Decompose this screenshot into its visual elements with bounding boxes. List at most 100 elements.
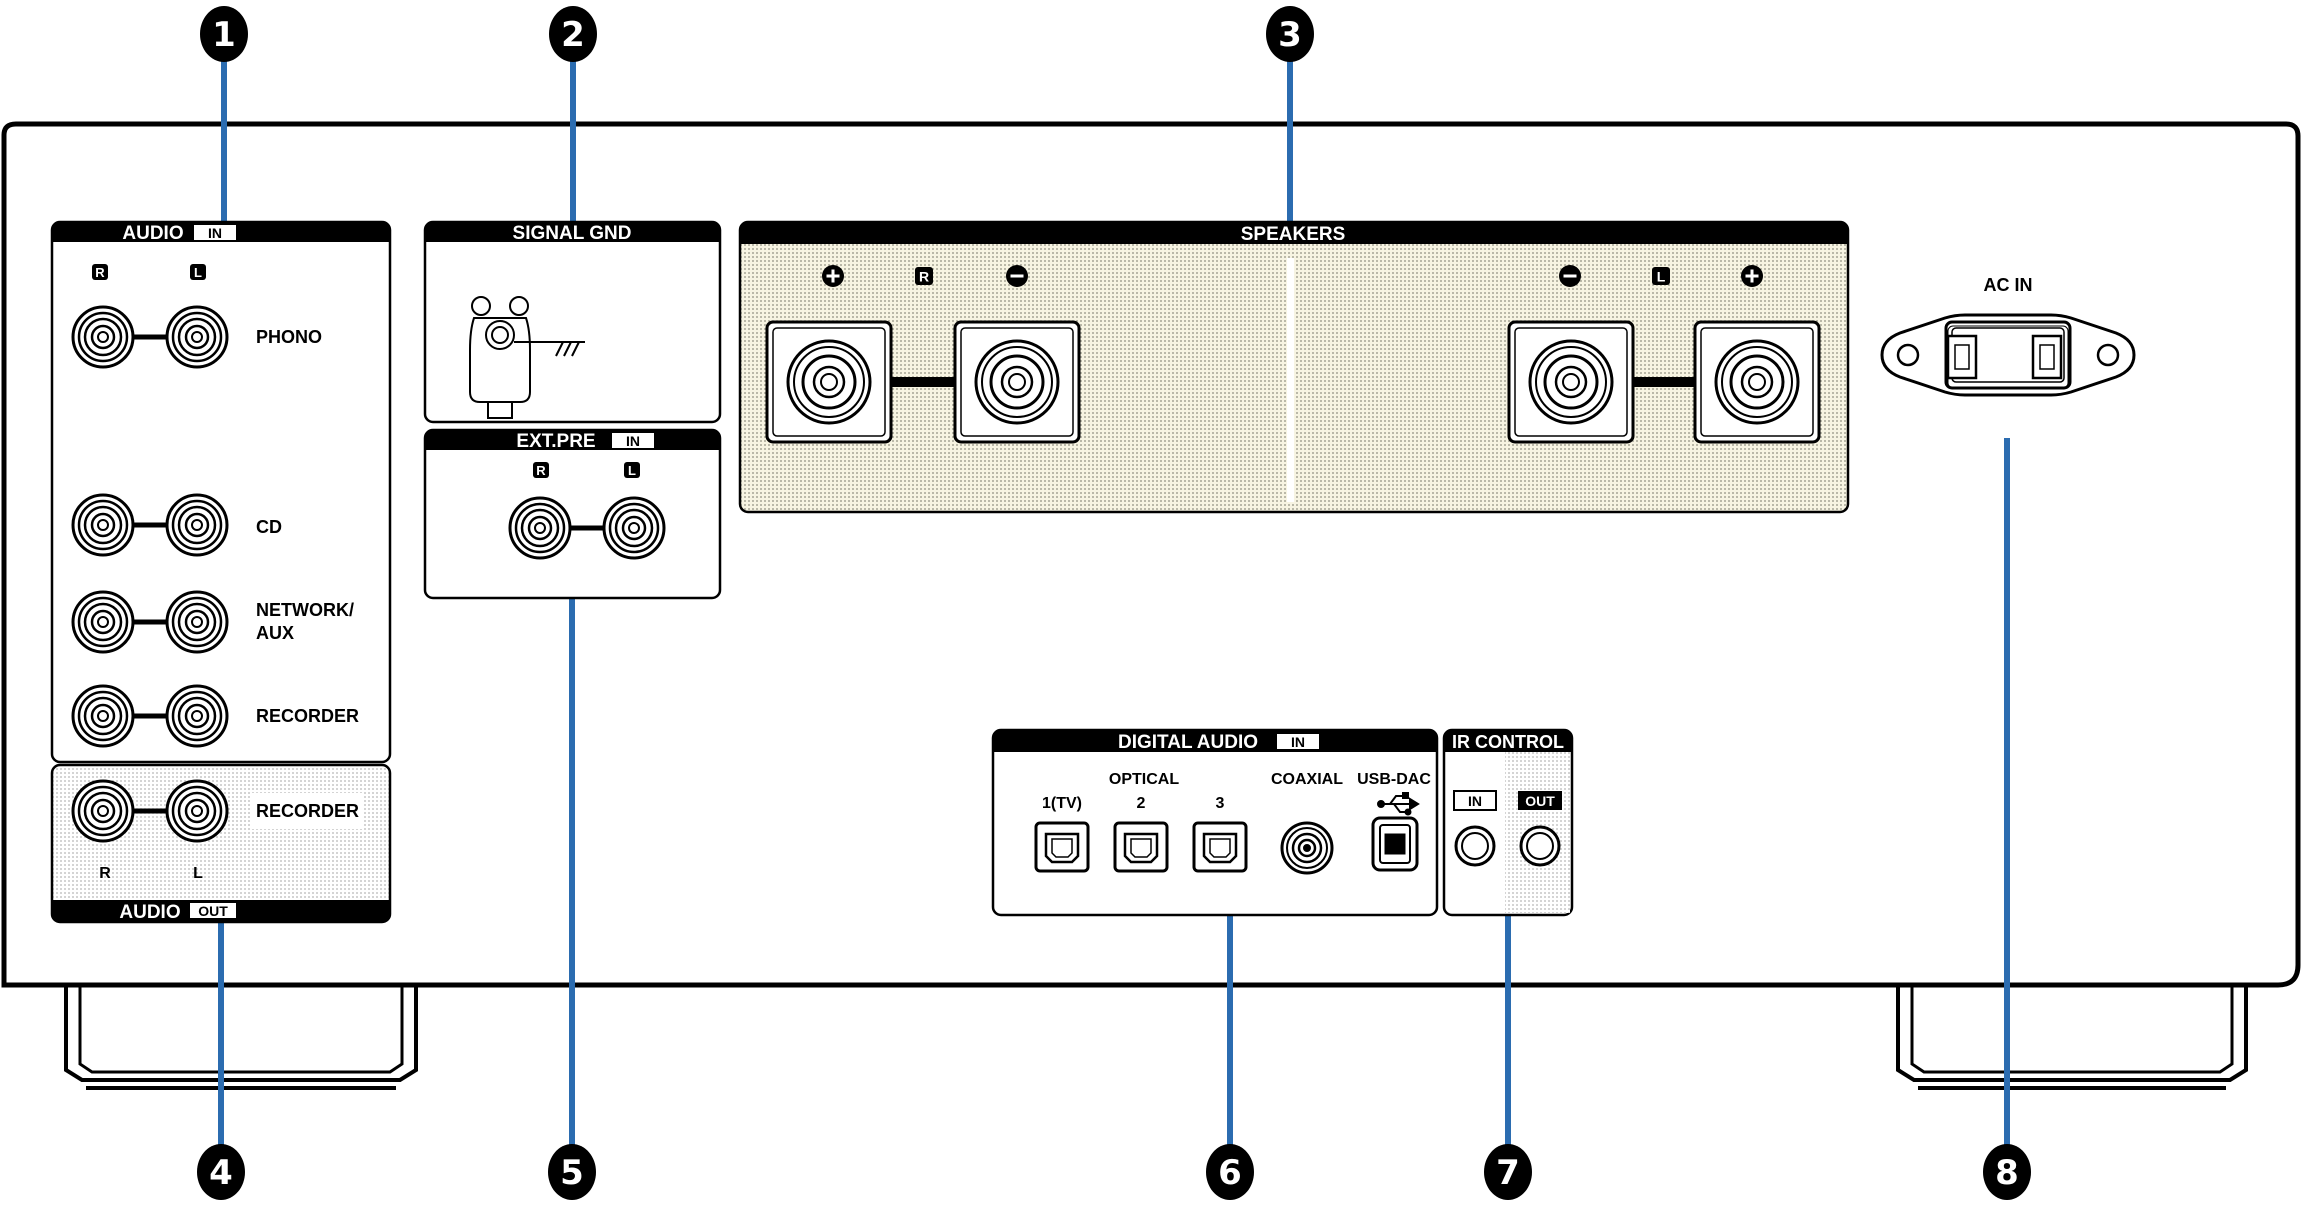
input-label-recorder-in: RECORDER [256, 706, 359, 726]
audio-out-l-label: L [193, 865, 203, 882]
optical-port-1-label: 1(TV) [1042, 795, 1082, 812]
speaker-terminals [765, 320, 1821, 444]
callout-markers: 1 2 3 4 5 6 7 8 [197, 6, 2031, 1200]
audio-in-l-mark: L [194, 265, 202, 280]
audio-in-badge-box [194, 225, 236, 240]
svg-text:R: R [919, 269, 929, 285]
svg-text:1: 1 [212, 15, 236, 55]
input-recorder-in-r-jack[interactable] [71, 684, 135, 748]
chassis [1, 121, 2301, 1090]
input-label-aux: AUX [256, 623, 294, 643]
ext-pre-r-jack[interactable] [508, 496, 572, 560]
optical-port-3[interactable] [1192, 821, 1248, 873]
audio-in-jack-rows [71, 305, 229, 748]
svg-text:8: 8 [1995, 1153, 2019, 1193]
usb-dac-label: USB-DAC [1357, 771, 1431, 788]
audio-out-badge: OUT [198, 903, 228, 919]
coaxial-jack[interactable] [1280, 821, 1334, 875]
ir-in-label: IN [1468, 793, 1482, 809]
callout-7: 7 [1484, 1144, 1532, 1200]
ext-pre-l-jack[interactable] [602, 496, 666, 560]
ac-in-section: AC IN [1880, 275, 2136, 397]
optical-port-3-label: 3 [1216, 795, 1225, 812]
ir-control-panel: IR CONTROL IN OUT [1442, 728, 1574, 917]
speaker-l-plus-mark [1741, 265, 1763, 287]
input-cd-r-jack[interactable] [71, 493, 135, 557]
ir-control-title: IR CONTROL [1452, 732, 1564, 752]
optical-port-2-label: 2 [1137, 795, 1146, 812]
output-label-recorder: RECORDER [256, 801, 359, 821]
input-phono-r-jack[interactable] [71, 305, 135, 369]
digital-audio-title: DIGITAL AUDIO [1118, 732, 1258, 753]
svg-text:7: 7 [1496, 1153, 1520, 1193]
digital-audio-badge: IN [1291, 734, 1305, 750]
speaker-l-plus-terminal[interactable] [1693, 320, 1821, 444]
ext-pre-jack-row [508, 496, 666, 560]
svg-text:4: 4 [209, 1153, 233, 1193]
input-network-aux-r-jack[interactable] [71, 590, 135, 654]
speaker-r-plus-mark [822, 265, 844, 287]
ext-pre-badge: IN [626, 433, 640, 449]
audio-in-title: AUDIO [122, 223, 183, 244]
speaker-l-mark: L [1652, 267, 1670, 285]
callout-3: 3 [1266, 6, 1314, 62]
callout-6: 6 [1206, 1144, 1254, 1200]
svg-text:L: L [1657, 269, 1666, 285]
optical-port-2[interactable] [1113, 821, 1169, 873]
optical-port-1[interactable] [1034, 821, 1090, 873]
audio-out-jack-row [71, 779, 229, 843]
speaker-r-plus-terminal[interactable] [765, 320, 893, 444]
callout-8: 8 [1983, 1144, 2031, 1200]
output-recorder-l-jack[interactable] [165, 779, 229, 843]
audio-in-r-mark: R [95, 265, 105, 280]
audio-out-r-label: R [99, 865, 111, 882]
usb-icon [1377, 792, 1420, 816]
coaxial-label: COAXIAL [1271, 771, 1343, 788]
callout-2: 2 [549, 6, 597, 62]
ac-inlet-screw-right [2096, 343, 2120, 367]
audio-in-badge: IN [208, 225, 222, 241]
callout-lines [218, 52, 2010, 1150]
speakers-title: SPEAKERS [1241, 224, 1346, 245]
ext-pre-l-mark: L [628, 463, 636, 478]
optical-ports [1034, 821, 1248, 873]
output-recorder-r-jack[interactable] [71, 779, 135, 843]
speaker-l-minus-terminal[interactable] [1507, 320, 1635, 444]
audio-out-title: AUDIO [119, 902, 180, 923]
svg-text:2: 2 [561, 15, 585, 55]
callout-5: 5 [548, 1144, 596, 1200]
input-label-network: NETWORK/ [256, 600, 354, 620]
ir-out-jack[interactable] [1519, 825, 1561, 867]
callout-1: 1 [200, 6, 248, 62]
input-network-aux-l-jack[interactable] [165, 590, 229, 654]
input-recorder-in-l-jack[interactable] [165, 684, 229, 748]
audio-in-panel: AUDIO IN R L PHONO CD NETWORK/ AUX RECOR… [50, 220, 392, 764]
signal-gnd-panel: SIGNAL GND [423, 220, 722, 424]
ext-pre-title: EXT.PRE [516, 431, 595, 452]
svg-text:5: 5 [560, 1153, 584, 1193]
ir-in-jack[interactable] [1454, 825, 1496, 867]
ac-inlet-screw-left [1896, 343, 1920, 367]
svg-text:3: 3 [1278, 15, 1302, 55]
input-label-cd: CD [256, 517, 282, 537]
speaker-l-minus-mark [1559, 265, 1581, 287]
digital-audio-panel: DIGITAL AUDIO IN OPTICAL 1(TV) 2 3 COAXI… [991, 728, 1439, 917]
usb-b-port[interactable] [1371, 816, 1419, 872]
audio-out-panel: RECORDER R L AUDIO OUT [50, 763, 392, 924]
ext-pre-r-mark: R [536, 463, 546, 478]
speaker-r-minus-mark [1006, 265, 1028, 287]
speakers-divider [1287, 258, 1294, 502]
speaker-r-mark: R [915, 267, 933, 285]
callout-4: 4 [197, 1144, 245, 1200]
input-cd-l-jack[interactable] [165, 493, 229, 557]
ext-pre-panel: EXT.PRE IN R L [423, 428, 722, 600]
ir-out-label: OUT [1525, 793, 1555, 809]
speaker-r-minus-terminal[interactable] [953, 320, 1081, 444]
input-phono-l-jack[interactable] [165, 305, 229, 369]
ground-terminal-icon [469, 296, 585, 419]
input-label-phono: PHONO [256, 327, 322, 347]
